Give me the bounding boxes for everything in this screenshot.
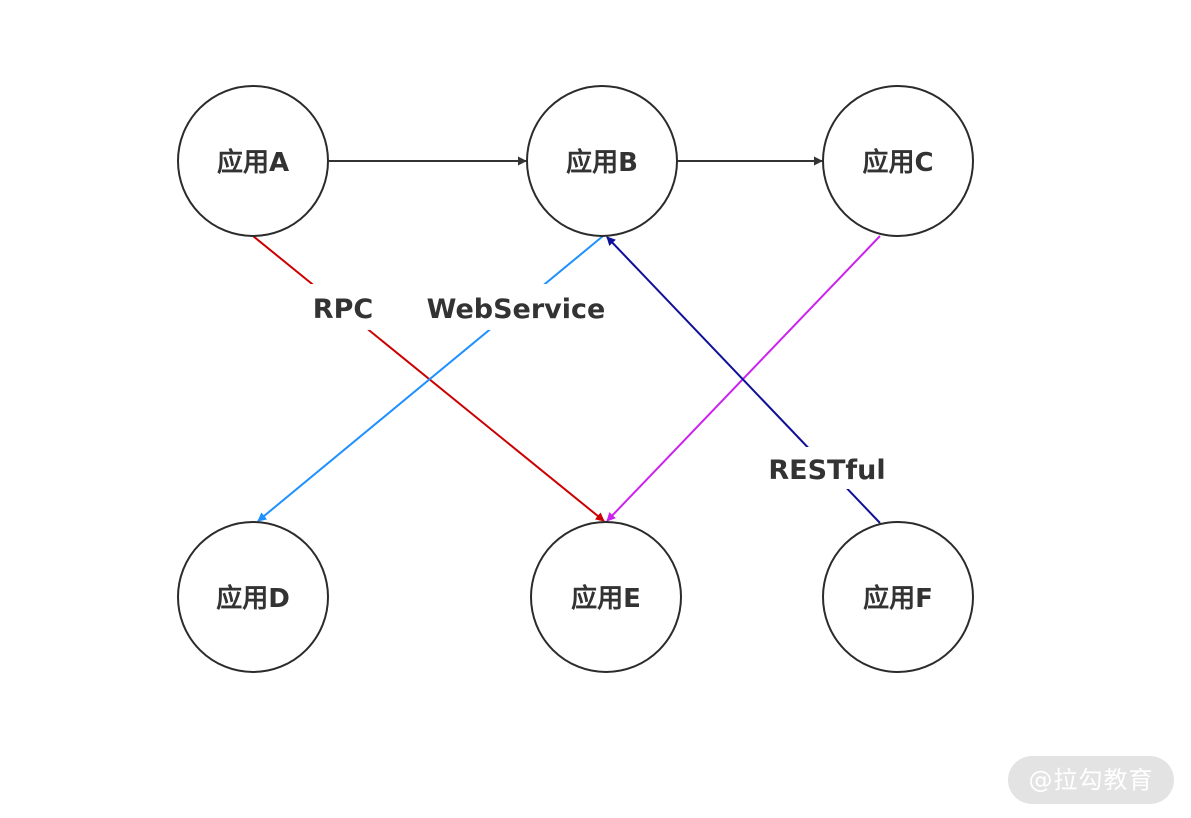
edge-label-rpc: RPC [313,294,373,325]
restful-label-bg [766,447,888,489]
node-a-label: 应用A [217,147,289,178]
node-d: 应用D [177,521,329,673]
watermark-badge: @拉勾教育 [1008,756,1174,804]
node-d-label: 应用D [216,583,290,614]
edge-label-webservice: WebService [427,294,606,325]
webservice-label-bg [428,284,604,330]
node-b-label: 应用B [566,147,638,178]
node-e: 应用E [530,521,682,673]
rpc-label-bg [306,284,380,330]
node-c-label: 应用C [862,147,933,178]
node-e-label: 应用E [571,583,641,614]
edge-c-to-e [606,235,881,522]
edge-a-to-e-rpc [252,235,605,522]
node-a: 应用A [177,85,329,237]
edge-label-restful: RESTful [768,455,885,486]
node-b: 应用B [526,85,678,237]
node-c: 应用C [822,85,974,237]
edge-b-to-d-webservice [257,235,604,522]
node-f: 应用F [822,521,974,673]
node-f-label: 应用F [863,583,933,614]
